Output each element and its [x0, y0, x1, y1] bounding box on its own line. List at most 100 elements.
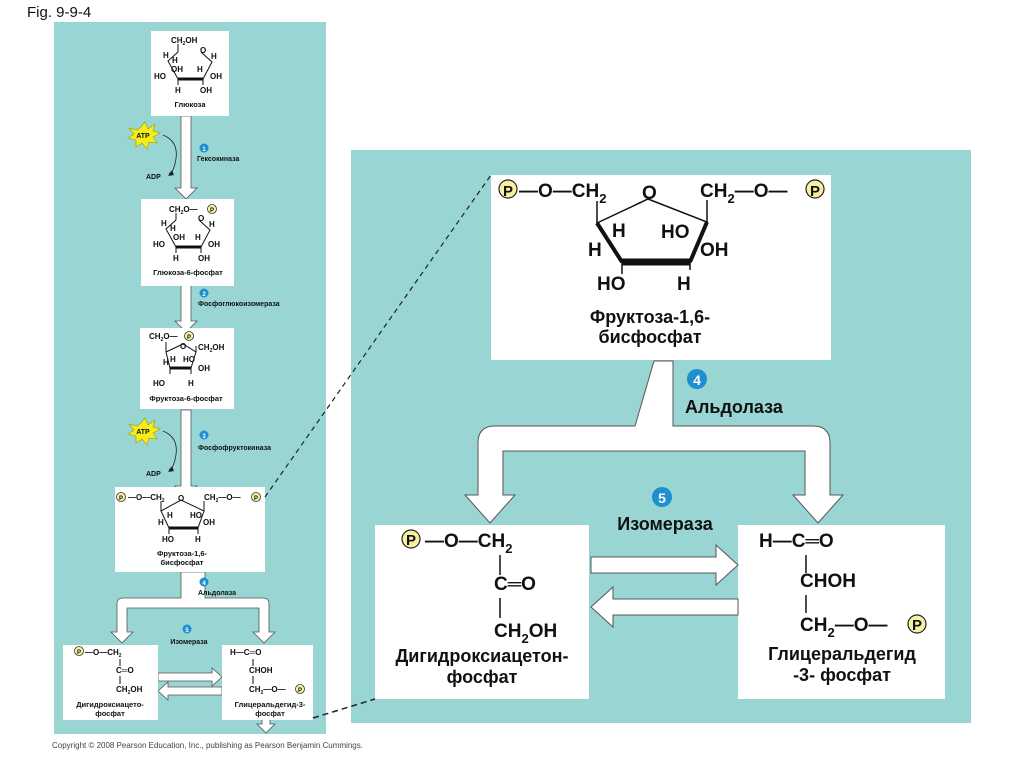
svg-text:CH2O—: CH2O— [169, 205, 198, 216]
step-badge-3 [199, 430, 209, 440]
svg-text:OH: OH [198, 254, 210, 263]
aldolase-split-arrow [463, 360, 845, 524]
svg-text:ATP: ATP [136, 133, 150, 140]
step-badge-5 [182, 624, 192, 634]
copyright: Copyright © 2008 Pearson Education, Inc.… [52, 741, 363, 750]
svg-text:O: O [178, 494, 184, 503]
arrow-down-out [256, 717, 276, 734]
f16bp-box [491, 175, 831, 360]
g3p-detail-label-1: Глицеральдегид [768, 644, 916, 664]
dhap-detail-label-1: Дигидроксиацетон- [395, 646, 568, 666]
svg-text:CHOH: CHOH [249, 666, 273, 675]
svg-text:OH: OH [203, 518, 215, 527]
arrow-down [174, 409, 198, 498]
svg-text:H: H [161, 219, 167, 228]
svg-text:P: P [210, 208, 214, 214]
step-enzyme-4-detail: Альдолаза [685, 397, 784, 417]
g3p-chohh: CHOH [800, 571, 856, 592]
dhap-detail-label-2: фосфат [447, 667, 518, 687]
svg-text:H: H [612, 221, 626, 242]
glucose-ch2oh: CH2OH [171, 36, 198, 47]
step-badge-4-detail [687, 369, 707, 389]
svg-text:H: H [197, 65, 203, 74]
f16bp-detail-label-1: Фруктоза-1,6- [590, 307, 710, 327]
g3p-small-label-2: фосфат [255, 709, 285, 718]
svg-text:3: 3 [202, 434, 206, 440]
arrow-down [174, 115, 198, 200]
g3p-box [738, 525, 945, 699]
f6p-label: Фруктоза-6-фосфат [149, 394, 223, 403]
svg-text:H: H [158, 518, 164, 527]
svg-text:H: H [195, 535, 201, 544]
svg-text:H: H [588, 240, 602, 261]
svg-text:O: O [642, 183, 657, 204]
g6p-box [141, 199, 234, 286]
svg-text:H: H [163, 358, 169, 367]
dhap-small-label-2: фосфат [95, 709, 125, 718]
svg-text:H: H [172, 56, 178, 65]
svg-text:—O—CH2: —O—CH2 [425, 531, 512, 556]
arrow-back [157, 681, 223, 701]
arrow-down [174, 284, 198, 333]
dhap-carbonyl: C═O [494, 574, 536, 595]
isomerase-back-arrow [590, 585, 739, 629]
svg-text:CH2OH: CH2OH [198, 343, 225, 354]
g3p-detail-label-2: -3- фосфат [793, 665, 891, 685]
step-enzyme-5-detail: Изомераза [617, 514, 713, 534]
svg-text:O: O [198, 214, 204, 223]
step-badge-4 [199, 577, 209, 587]
svg-text:—O—CH2: —O—CH2 [85, 648, 122, 659]
f16bp-detail-structure [595, 198, 709, 274]
phosphate-icon [498, 179, 518, 199]
step-enzyme-2: Фосфоглюкоизомераза [198, 301, 280, 308]
svg-text:H—C═O: H—C═O [230, 648, 261, 657]
phosphate-icon [805, 179, 825, 199]
svg-text:OH: OH [208, 240, 220, 249]
svg-text:O: O [180, 342, 186, 351]
svg-text:CH2—O—: CH2—O— [249, 685, 286, 696]
svg-text:H: H [211, 52, 217, 61]
svg-text:—O—CH2: —O—CH2 [128, 493, 165, 504]
glucose-label: Глюкоза [175, 100, 207, 109]
figure-label: Fig. 9-9-4 [27, 4, 92, 21]
arrow-split [110, 571, 276, 644]
zoom-guide-top [264, 174, 492, 498]
f6p-structure [165, 342, 197, 374]
g3p-aldehyde: H—C═O [759, 531, 834, 552]
g6p-structure [165, 213, 211, 253]
svg-text:HO: HO [661, 222, 690, 243]
step-enzyme-3: Фосфофруктокиназа [198, 445, 271, 452]
svg-text:OH: OH [173, 233, 185, 242]
svg-text:1: 1 [202, 147, 206, 153]
svg-text:H: H [173, 254, 179, 263]
svg-text:HO: HO [183, 355, 195, 364]
dhap-small-label-1: Дигидроксиацето- [76, 700, 144, 709]
svg-text:OH: OH [200, 86, 212, 95]
isomerase-forward-arrow [590, 543, 739, 587]
svg-text:C═O: C═O [116, 666, 134, 675]
svg-text:H: H [170, 224, 176, 233]
svg-text:P: P [187, 335, 191, 341]
svg-text:HO: HO [153, 240, 165, 249]
glucose-box [151, 31, 229, 116]
svg-text:HO: HO [153, 379, 165, 388]
f16bp-detail-label-2: бисфосфат [598, 327, 701, 347]
svg-text:P: P [406, 532, 416, 549]
svg-text:H: H [163, 51, 169, 60]
svg-text:P: P [77, 650, 81, 656]
svg-text:5: 5 [658, 490, 666, 506]
svg-text:OH: OH [210, 72, 222, 81]
svg-text:HO: HO [154, 72, 166, 81]
svg-text:H: H [175, 86, 181, 95]
svg-text:CH2—O—: CH2—O— [700, 181, 787, 206]
g6p-label: Глюкоза-6-фосфат [153, 268, 223, 277]
svg-text:OH: OH [198, 364, 210, 373]
svg-text:H: H [195, 233, 201, 242]
svg-text:4: 4 [693, 372, 701, 388]
svg-text:CH2OH: CH2OH [116, 685, 143, 696]
svg-text:P: P [298, 688, 302, 694]
f16bp-small-label-2: бисфосфат [161, 558, 204, 567]
svg-text:H: H [209, 220, 215, 229]
svg-text:ATP: ATP [136, 429, 150, 436]
